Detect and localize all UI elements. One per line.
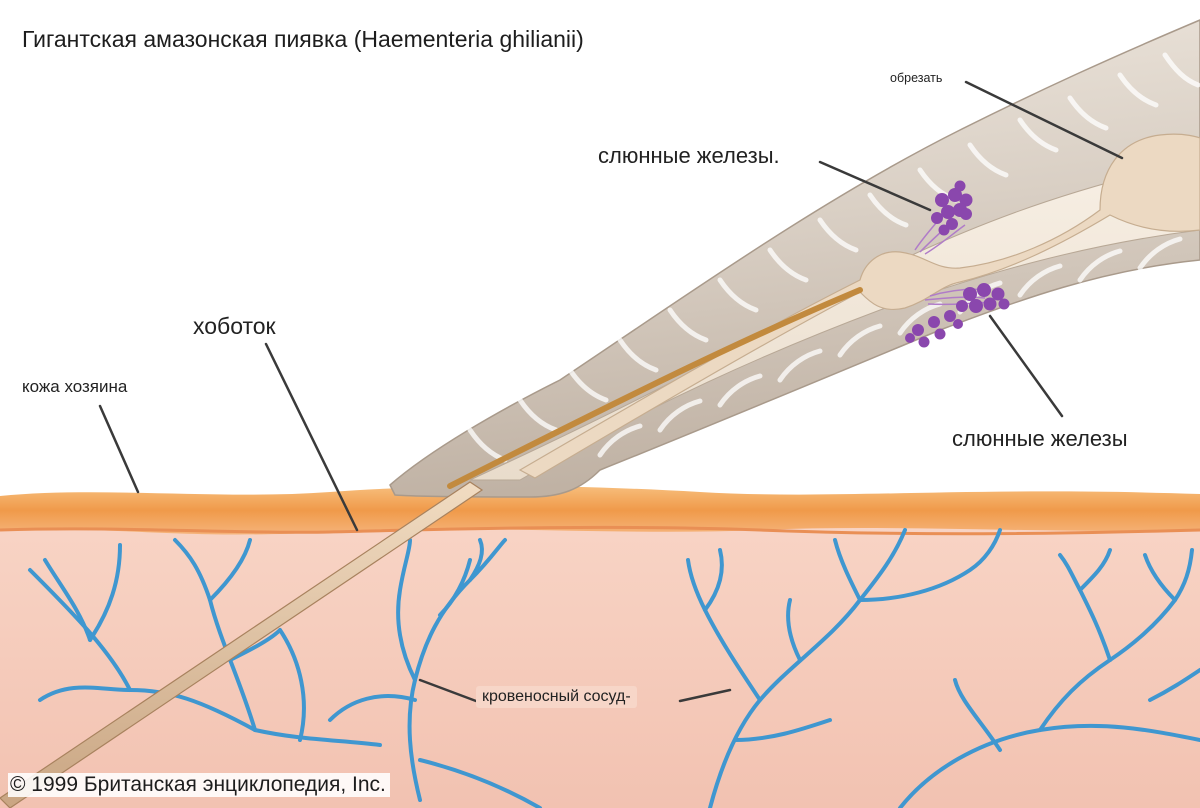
- leech-pharynx: [518, 133, 1200, 479]
- label-blood-vessel: кровеносный сосуд-: [476, 686, 637, 708]
- host-skin-layer: [0, 486, 1200, 535]
- leader-glands-top: [818, 160, 932, 212]
- leech-body: [389, 19, 1200, 498]
- copyright-notice: © 1999 Британская энциклопедия, Inc.: [8, 773, 390, 797]
- leader-glands-bottom: [988, 314, 1064, 418]
- host-skin-lower-edge: [0, 525, 1200, 536]
- diagram-title: Гигантская амазонская пиявка (Haementeri…: [22, 26, 584, 52]
- blood-vessels: [28, 528, 1200, 808]
- leader-proboscis: [264, 342, 359, 532]
- leader-cut: [964, 80, 1124, 160]
- label-proboscis: хоботок: [193, 313, 276, 339]
- host-tissue: [0, 520, 1200, 808]
- label-salivary-glands-top: слюнные железы.: [598, 143, 780, 168]
- proboscis-channel: [447, 287, 863, 489]
- label-cut: обрезать: [890, 71, 943, 85]
- salivary-glands-upper: [914, 180, 973, 255]
- leech-body-outer: [389, 19, 1200, 498]
- proboscis-shaft: [0, 481, 484, 808]
- label-host-skin: кожа хозяина: [22, 377, 128, 396]
- leader-vessel-left: [418, 678, 478, 703]
- salivary-glands-lower: [905, 283, 1010, 348]
- leader-host-skin: [98, 404, 140, 494]
- label-salivary-glands-bottom: слюнные железы: [952, 426, 1128, 451]
- leader-vessel-right: [678, 688, 732, 703]
- proboscis: [0, 287, 863, 808]
- leader-lines: [98, 80, 1124, 703]
